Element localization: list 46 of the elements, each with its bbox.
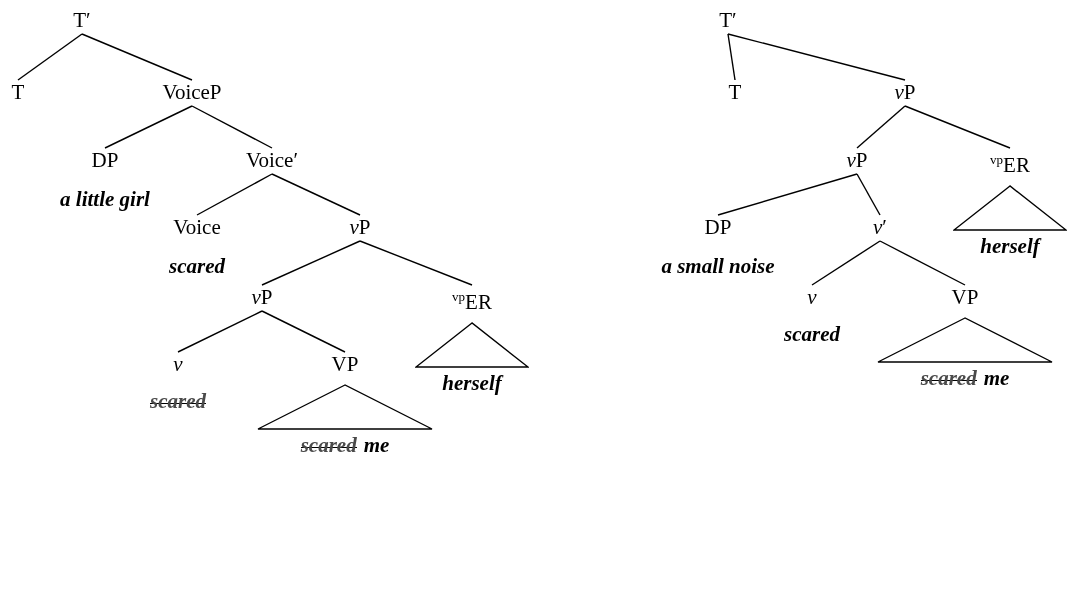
tree-branch — [104, 105, 193, 149]
word-label: me — [983, 365, 1010, 391]
category-label: DP — [91, 148, 119, 172]
category-label: v — [173, 352, 183, 376]
category-label: vP — [846, 148, 868, 172]
word-label: scared — [169, 253, 225, 279]
word-label: a small noise — [661, 253, 775, 279]
word-label: a little girl — [60, 186, 150, 212]
tree-branch — [727, 33, 906, 81]
category-label: v′ — [873, 215, 887, 239]
tree-branch — [196, 173, 273, 216]
tree-branch — [359, 240, 473, 286]
tree-branch — [271, 173, 361, 216]
category-label: VoiceP — [162, 80, 222, 104]
category-label: $^{vp}$ER — [452, 288, 492, 314]
word-label: me — [363, 432, 390, 458]
category-label: $^{vp}$ER — [990, 151, 1030, 177]
category-label: vP — [251, 285, 273, 309]
tree-branch — [261, 310, 346, 353]
tree-branch — [81, 33, 193, 81]
category-label: v — [807, 285, 817, 309]
tree-branch — [191, 105, 273, 149]
word-label: scared — [784, 321, 840, 347]
category-label: VP — [331, 352, 359, 376]
tree-branch — [856, 173, 881, 216]
tree-branch — [879, 240, 966, 286]
category-label: T — [728, 80, 742, 104]
tree-branch — [856, 105, 906, 149]
tree-branch — [177, 310, 263, 353]
tree-branch — [811, 240, 881, 286]
word-label: herself — [980, 233, 1040, 259]
tree-branch — [717, 173, 858, 216]
category-label: T′ — [73, 8, 91, 32]
category-label: T — [11, 80, 25, 104]
category-label: vP — [349, 215, 371, 239]
tree-branch — [17, 33, 83, 81]
category-label: Voice — [173, 215, 221, 239]
category-label: T′ — [719, 8, 737, 32]
tree-branch — [261, 240, 361, 286]
category-label: vP — [894, 80, 916, 104]
tree-branch — [727, 33, 736, 81]
category-label: DP — [704, 215, 732, 239]
word-label: herself — [442, 370, 502, 396]
tree-branch — [904, 105, 1011, 149]
category-label: Voice′ — [246, 148, 298, 172]
category-label: VP — [951, 285, 979, 309]
